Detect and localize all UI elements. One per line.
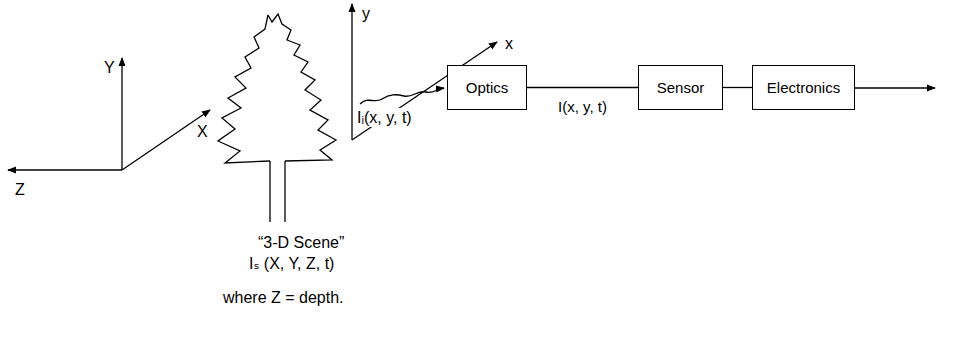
scene-axes xyxy=(8,58,210,170)
axis-label: Y xyxy=(103,58,116,77)
process-box: Sensor xyxy=(638,65,723,110)
box-label: Electronics xyxy=(767,79,840,97)
signal-line xyxy=(723,87,752,88)
note: where Z = depth. xyxy=(222,288,345,307)
axis-label: y xyxy=(361,4,371,23)
box-label: Sensor xyxy=(657,79,705,97)
process-box: Electronics xyxy=(752,65,855,110)
light-ray xyxy=(360,88,444,104)
process-box: Optics xyxy=(447,65,527,110)
box-label: Optics xyxy=(466,79,509,97)
axis-label: Z xyxy=(14,180,26,199)
signal-name: I(x, y, t) xyxy=(556,98,609,116)
signal-name: Iᵢ(x, y, t) xyxy=(356,108,413,127)
axis-label: X xyxy=(196,122,209,141)
signal-name: Iₛ (X, Y, Z, t) xyxy=(248,254,335,273)
output-arrow xyxy=(855,87,935,88)
axis-label: x xyxy=(504,34,514,53)
tree-figure xyxy=(218,14,336,222)
scene-caption: “3-D Scene” xyxy=(257,233,345,252)
signal-line xyxy=(527,87,638,88)
